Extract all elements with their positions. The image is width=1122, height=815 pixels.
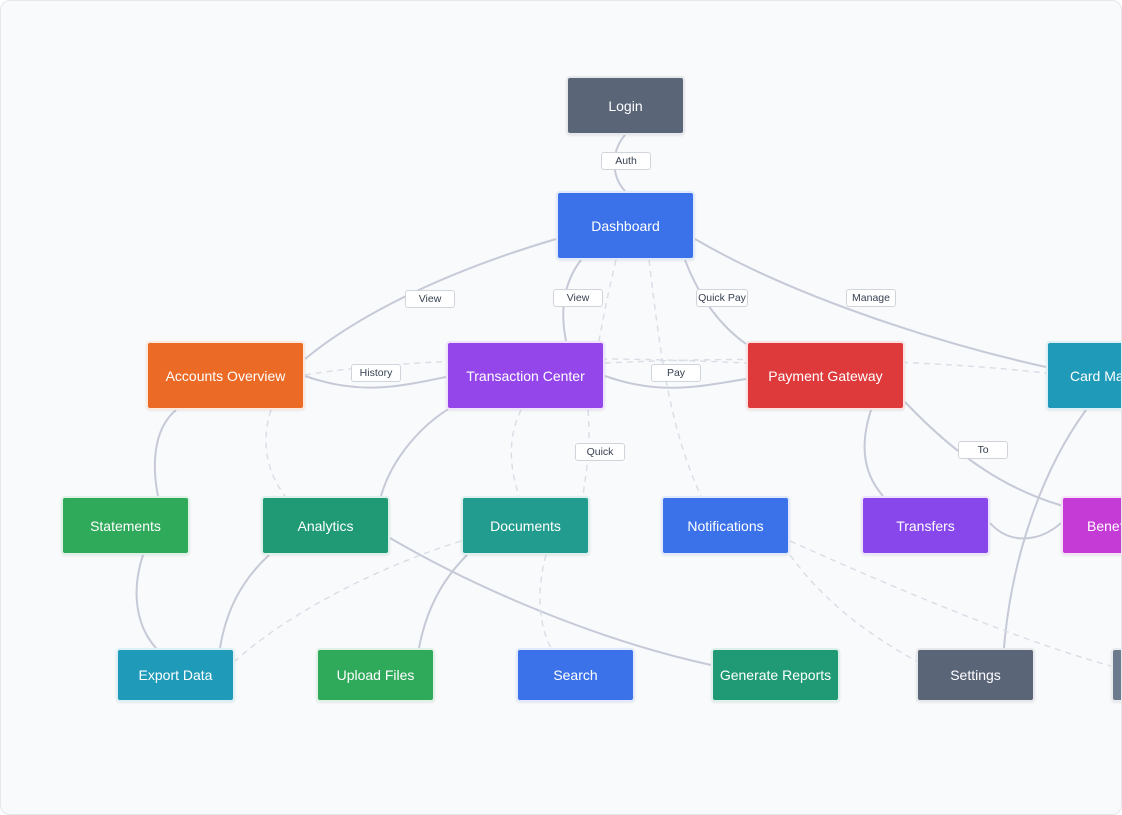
node-search[interactable]: Search <box>516 648 635 702</box>
node-label: Documents <box>490 517 561 534</box>
edge-dashboard-cards <box>694 238 1047 368</box>
node-reports[interactable]: Generate Reports <box>711 648 840 702</box>
edge-documents-export <box>234 540 462 662</box>
node-login[interactable]: Login <box>566 76 685 135</box>
node-label: Transaction Center <box>466 367 585 384</box>
edge-label-dashboard-accounts: View <box>405 290 455 308</box>
node-label: Accounts Overview <box>165 367 286 384</box>
node-label: Generate Reports <box>719 667 832 683</box>
node-label: Notifications <box>687 517 764 534</box>
edge-label-login-dashboard: Auth <box>601 152 651 170</box>
edge-accounts-analytics <box>265 409 286 497</box>
edge-statements-export <box>135 554 157 649</box>
node-notifications[interactable]: Notifications <box>661 496 790 555</box>
node-label: Search <box>553 667 598 683</box>
node-label: Benef <box>1087 517 1122 534</box>
edge-transactions-cards <box>604 358 1047 374</box>
node-label: Analytics <box>297 517 354 534</box>
node-documents[interactable]: Documents <box>461 496 590 555</box>
node-dashboard[interactable]: Dashboard <box>556 191 695 260</box>
edge-dashboard-documents <box>510 259 617 497</box>
node-analytics[interactable]: Analytics <box>261 496 390 555</box>
edge-transactions-analytics <box>380 400 464 497</box>
node-offscreen[interactable] <box>1111 648 1121 702</box>
node-label: Payment Gateway <box>768 367 883 384</box>
node-label: Card Ma <box>1070 367 1122 384</box>
node-settings[interactable]: Settings <box>916 648 1035 702</box>
edge-label-dashboard-cards: Manage <box>846 289 896 307</box>
edge-documents-upload <box>418 554 468 649</box>
node-label: Transfers <box>896 517 955 534</box>
edge-dashboard-payments <box>684 259 747 345</box>
edge-payments-transfers <box>863 409 884 497</box>
node-payments[interactable]: Payment Gateway <box>746 341 905 410</box>
node-label: Export Data <box>138 667 213 683</box>
node-export[interactable]: Export Data <box>116 648 235 702</box>
edge-transactions-payments <box>604 375 747 389</box>
node-label: Upload Files <box>336 667 415 683</box>
edge-payments-beneficiaries <box>904 401 1064 507</box>
edge-notifications-settings <box>789 554 917 662</box>
edge-documents-search <box>539 554 552 649</box>
edge-label-dashboard-transactions: View <box>553 289 603 307</box>
node-accounts[interactable]: Accounts Overview <box>146 341 305 410</box>
edge-label-payments-beneficiaries: To <box>958 441 1008 459</box>
node-upload[interactable]: Upload Files <box>316 648 435 702</box>
edge-dashboard-accounts <box>304 238 557 360</box>
edge-accounts-transactions <box>304 375 447 389</box>
node-transfers[interactable]: Transfers <box>861 496 990 555</box>
edge-dashboard-notifications <box>648 259 702 497</box>
node-label: Settings <box>950 667 1001 683</box>
edge-analytics-reports <box>389 537 712 666</box>
node-label: Login <box>608 97 643 114</box>
edge-label-transactions-documents: Quick <box>575 443 625 461</box>
node-label: Statements <box>90 517 161 534</box>
node-beneficiaries[interactable]: Benef <box>1061 496 1122 555</box>
edge-accounts-statements <box>153 409 177 497</box>
edge-label-transactions-payments: Pay <box>651 364 701 382</box>
node-label: Dashboard <box>591 217 660 234</box>
node-transactions[interactable]: Transaction Center <box>446 341 605 410</box>
edge-analytics-export <box>219 554 270 649</box>
edge-transfers-beneficiaries <box>989 522 1062 540</box>
edge-notifications-offscreen <box>789 540 1112 667</box>
edge-label-dashboard-payments: Quick Pay <box>696 289 748 307</box>
edge-label-accounts-transactions: History <box>351 364 401 382</box>
node-cards[interactable]: Card Ma <box>1046 341 1122 410</box>
node-statements[interactable]: Statements <box>61 496 190 555</box>
edge-cards-settings <box>1003 409 1087 649</box>
